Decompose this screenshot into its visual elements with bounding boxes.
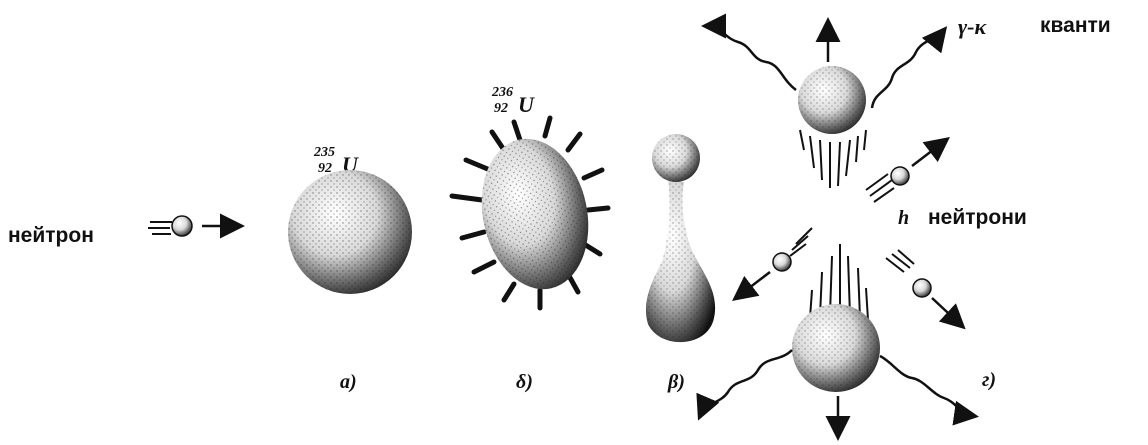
neutron-label: нейтрон — [8, 224, 94, 247]
neutrons-label: h нейтрони — [898, 206, 1027, 229]
svg-text:92: 92 — [494, 101, 508, 116]
svg-text:кванти: кванти — [1040, 14, 1111, 37]
svg-text:U: U — [518, 92, 535, 117]
incoming-neutron — [148, 216, 192, 236]
svg-text:235: 235 — [313, 145, 335, 160]
emitted-neutron-lower-right — [886, 250, 962, 326]
stage-b-label: δ) — [516, 371, 533, 393]
stage-d-label: г) — [982, 369, 996, 391]
stage-a-label: a) — [340, 371, 357, 393]
svg-text:γ-κ: γ-κ — [958, 14, 987, 39]
svg-text:нейтрони: нейтрони — [928, 206, 1027, 229]
svg-text:236: 236 — [491, 85, 513, 100]
svg-text:h: h — [898, 207, 909, 229]
emitted-neutron-upper-right — [866, 140, 946, 202]
lower-fragment — [792, 244, 880, 392]
emitted-neutron-lower-left — [736, 228, 812, 298]
deformed-nucleus — [646, 134, 715, 342]
u236-label: 236 92 U — [491, 85, 535, 117]
stage-c-label: β) — [667, 371, 685, 393]
gamma-quanta-label: γ-κ кванти — [958, 14, 1111, 39]
u236-excited-nucleus — [452, 118, 608, 308]
u235-nucleus — [288, 170, 412, 294]
upper-fragment — [798, 66, 866, 188]
